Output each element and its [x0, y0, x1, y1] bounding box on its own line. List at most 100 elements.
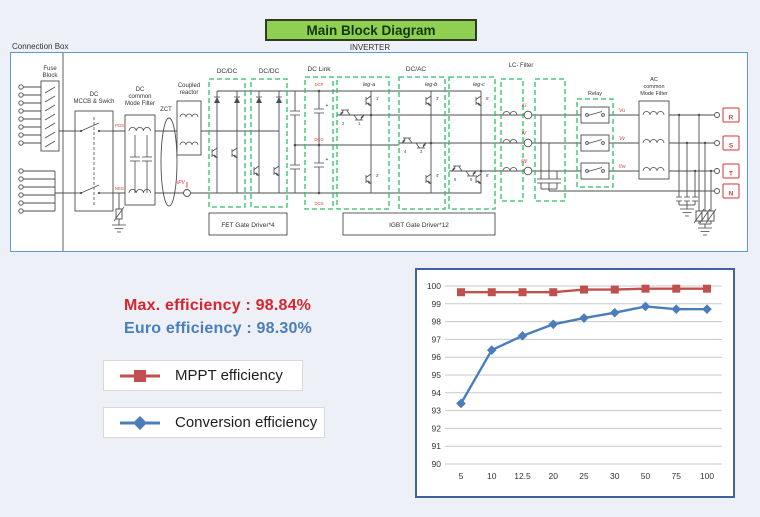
leg-a-label: leg-a [363, 82, 375, 88]
euro-efficiency-text: Euro efficiency : 98.30% [124, 320, 312, 337]
output-terminals: R S T N [714, 107, 740, 199]
svg-text:96: 96 [432, 352, 442, 362]
terminal-s: S [729, 143, 734, 150]
zct-sensor [160, 117, 178, 207]
igbt-number: 6' [486, 173, 489, 178]
svg-text:91: 91 [432, 441, 442, 451]
fet [231, 147, 238, 159]
lc-filter-label: LC- Filter [509, 63, 534, 69]
igbt-number: 4' [436, 173, 439, 178]
iv-label: iV [522, 131, 527, 137]
svg-text:25: 25 [579, 471, 589, 481]
fet-gate-driver: FET Gate Driver*4 [208, 212, 288, 236]
leg-c-box [448, 76, 496, 210]
lc-inductor-box [500, 78, 524, 202]
coupled-reactor: Coupled reactor [176, 83, 202, 156]
fuse-block-label: Fuse [43, 66, 57, 72]
ground-symbol [111, 224, 127, 233]
svg-text:95: 95 [432, 370, 442, 380]
fet-gate-driver-label: FET Gate Driver*4 [221, 222, 275, 229]
terminal-n: N [729, 191, 734, 198]
igbt-number: 5' [486, 96, 489, 101]
legend-conversion-label: Conversion efficiency [175, 414, 318, 431]
svg-text:20: 20 [549, 471, 559, 481]
igbt-number: 3' [436, 96, 439, 101]
dcdc2-label: DC/DC [259, 68, 280, 75]
dcdc-converters: DC/DC DC/DC [208, 68, 288, 208]
dcp-label: DCP [315, 82, 324, 87]
dcn-label: DCN [314, 201, 323, 206]
igbt-number: 6 [454, 177, 457, 182]
igbt-number: 5 [470, 177, 473, 182]
igbt-gate-driver-label: IGBT Gate Driver*12 [389, 222, 449, 229]
ipv-label: iPV [177, 180, 185, 186]
dcac-inverter: DC/AC leg-a leg-b leg-c 1' 2' 2 1 3' 4' … [336, 66, 496, 210]
diode [213, 96, 221, 104]
dc-cmf-label3: Mode Filter [125, 101, 155, 107]
ac-common-mode-filter: AC common Mode Filter [638, 77, 670, 180]
dcdc1-label: DC/DC [217, 68, 238, 75]
svg-text:98: 98 [432, 317, 442, 327]
relay-section: Relay Vu Vv Vw [576, 91, 626, 188]
current-sensor-w [523, 166, 533, 176]
legend-conversion: Conversion efficiency [103, 407, 325, 438]
svg-text:5: 5 [459, 471, 464, 481]
leg-b-label: leg-b [425, 82, 437, 88]
block-diagram: Fuse Block DC MCCB & Swich DC common Mod… [18, 53, 740, 251]
dcac-label: DC/AC [406, 66, 427, 73]
diode [233, 96, 241, 104]
svg-text:93: 93 [432, 406, 442, 416]
relay-label: Relay [588, 91, 602, 97]
ac-cmf-label2: common [643, 84, 664, 90]
diode [275, 96, 283, 104]
ac-cmf-label: AC [650, 77, 658, 83]
lc-filter: LC- Filter iU iV iW [500, 63, 566, 202]
dc-link-label: DC Link [307, 66, 331, 73]
igbt-number: 3 [420, 149, 423, 154]
inverter-label: INVERTER [349, 43, 391, 52]
fet [211, 147, 218, 159]
svg-text:100: 100 [427, 281, 441, 291]
terminal-t: T [729, 171, 733, 178]
dc-link: DC Link DCP DCG DCN + + [290, 66, 334, 210]
current-sensor-v [523, 138, 533, 148]
relay-box [576, 98, 614, 188]
iu-label: iU [522, 103, 527, 109]
vv-label: Vv [619, 136, 625, 142]
igbt-number: 2' [376, 173, 379, 178]
mccb-label: DC [90, 92, 99, 98]
surge-arrester [113, 206, 125, 222]
igbt-gate-driver: IGBT Gate Driver*12 [342, 212, 496, 236]
svg-text:94: 94 [432, 388, 442, 398]
svg-text:50: 50 [641, 471, 651, 481]
zct-label: ZCT [160, 107, 172, 113]
dc-cmf-label2: common [128, 94, 151, 100]
output-filter-ground [676, 113, 717, 236]
connection-box-section: Fuse Block [18, 66, 60, 214]
fuse-block-label2: Block [43, 73, 59, 79]
svg-text:75: 75 [672, 471, 682, 481]
current-sensor-u [523, 110, 533, 120]
mccb-label2: MCCB & Swich [73, 99, 114, 105]
pos-label: POS [115, 123, 124, 128]
max-efficiency-text: Max. efficiency : 98.84% [124, 297, 312, 314]
coupled-reactor-label: Coupled [178, 83, 200, 89]
vu-label: Vu [619, 108, 625, 114]
svg-text:97: 97 [432, 334, 442, 344]
igbt-number: 4 [404, 149, 407, 154]
cap-plus: + [326, 157, 329, 163]
leg-a-box [336, 76, 390, 210]
svg-text:12.5: 12.5 [514, 471, 531, 481]
fuse-block: Fuse Block [40, 66, 60, 152]
iw-label: iW [521, 159, 528, 165]
igbt-number: 1' [376, 96, 379, 101]
legend-mppt: MPPT efficiency [103, 360, 303, 391]
igbt-number: 1 [358, 121, 361, 126]
svg-text:90: 90 [432, 459, 442, 469]
fet [273, 165, 280, 177]
diode [255, 96, 263, 104]
cap-plus: + [326, 103, 329, 109]
pv-input-terminals [18, 84, 56, 214]
legend-mppt-label: MPPT efficiency [175, 367, 283, 384]
